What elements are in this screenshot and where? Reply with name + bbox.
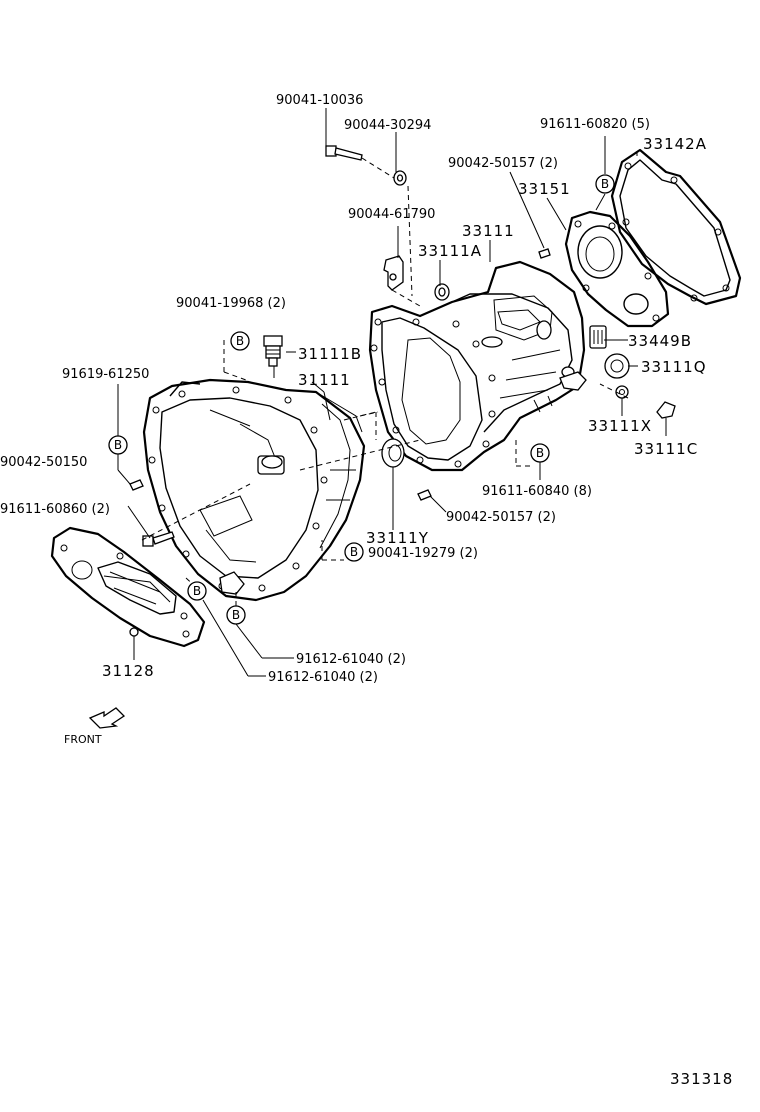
svg-text:B: B <box>350 545 358 559</box>
label-90044-61790: 90044-61790 <box>348 207 435 222</box>
label-90041-19279: 90041-19279 (2) <box>368 546 478 561</box>
transmission-case-33111-drawing <box>368 260 587 472</box>
cover-31128-drawing <box>50 526 206 648</box>
callout-b-marker: B <box>344 542 364 562</box>
label-33111X: 33111X <box>588 417 652 435</box>
svg-text:B: B <box>236 334 244 348</box>
svg-text:B: B <box>114 438 122 452</box>
callout-b-marker: B <box>226 605 246 625</box>
svg-text:B: B <box>601 177 609 191</box>
callout-b-marker: B <box>595 174 615 194</box>
callout-b-marker: B <box>530 443 550 463</box>
callout-b-marker: B <box>108 435 128 455</box>
label-31111: 31111 <box>298 371 351 389</box>
label-90042-50150: 90042-50150 <box>0 455 87 470</box>
plug-33111X-drawing <box>615 385 629 399</box>
label-90044-30294: 90044-30294 <box>344 118 431 133</box>
label-90042-50157-top: 90042-50157 (2) <box>448 156 558 171</box>
front-arrow-icon <box>88 707 126 729</box>
callout-b-marker: B <box>187 581 207 601</box>
svg-text:B: B <box>232 608 240 622</box>
label-front: FRONT <box>64 733 102 746</box>
label-90041-19968: 90041-19968 (2) <box>176 296 286 311</box>
pin-90042-50157-top-drawing <box>538 248 551 259</box>
seal-33111Q-drawing <box>604 353 630 379</box>
pin-90042-50157-bottom-drawing <box>417 489 432 501</box>
label-90042-50157-bottom: 90042-50157 (2) <box>446 510 556 525</box>
label-91612-61040-a: 91612-61040 (2) <box>296 652 406 667</box>
gasket-33142A-drawing <box>610 148 742 306</box>
plate-33151-drawing <box>564 210 670 328</box>
label-33449B: 33449B <box>628 332 692 350</box>
label-91619-61250: 91619-61250 <box>62 367 149 382</box>
clutch-housing-31111-drawing <box>142 378 366 602</box>
label-91611-60860: 91611-60860 (2) <box>0 502 110 517</box>
label-91612-61040-b: 91612-61040 (2) <box>268 670 378 685</box>
label-91611-60820: 91611-60820 (5) <box>540 117 650 132</box>
label-33111C: 33111C <box>634 440 698 458</box>
label-33111-upper: 33111 <box>462 222 515 240</box>
label-33111Q: 33111Q <box>641 358 707 376</box>
svg-text:B: B <box>193 584 201 598</box>
label-33151: 33151 <box>518 180 571 198</box>
bracket-90044-61790-drawing <box>383 255 404 291</box>
pin-90042-50150-drawing <box>129 479 144 491</box>
switch-31111B-drawing <box>263 335 283 367</box>
label-90041-10036: 90041-10036 <box>276 93 363 108</box>
bolt-90041-10036-drawing <box>325 145 363 161</box>
callout-b-marker: B <box>230 331 250 351</box>
label-33142A: 33142A <box>643 135 707 153</box>
nut-90044-30294-drawing <box>393 170 407 186</box>
svg-text:B: B <box>536 446 544 460</box>
label-31128: 31128 <box>102 662 155 680</box>
label-33111Y: 33111Y <box>366 529 429 547</box>
seal-33111A-drawing <box>434 283 450 301</box>
sleeve-33449B-drawing <box>589 325 607 349</box>
label-33111A: 33111A <box>418 242 482 260</box>
label-91611-60840: 91611-60840 (8) <box>482 484 592 499</box>
label-31111B: 31111B <box>298 345 362 363</box>
bolt-91611-60860-drawing <box>142 531 175 547</box>
diagram-number: 331318 <box>670 1070 733 1088</box>
leader-lines <box>117 108 667 677</box>
plug-33111C-drawing <box>656 401 676 419</box>
seal-33111Y-drawing <box>381 438 405 468</box>
